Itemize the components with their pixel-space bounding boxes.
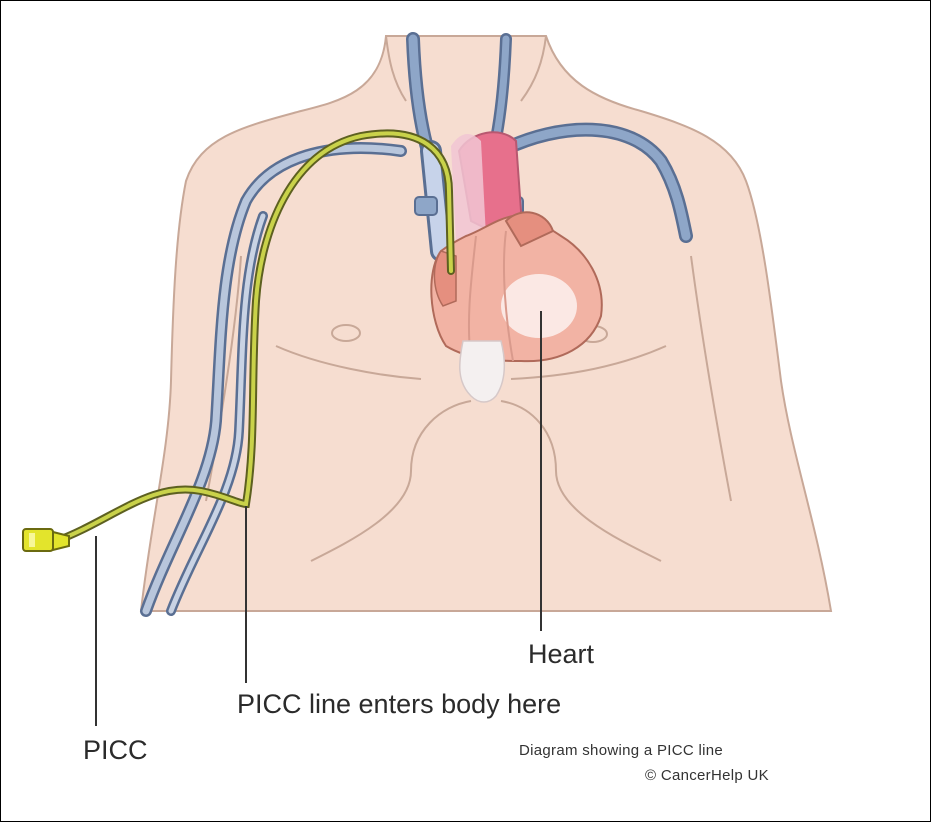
caption-line-2: © CancerHelp UK	[645, 767, 769, 784]
picc-label: PICC	[83, 735, 148, 766]
caption-line-1: Diagram showing a PICC line	[519, 742, 723, 759]
picc-connector	[23, 529, 69, 551]
vessel-stub-left	[415, 197, 437, 215]
heart-label: Heart	[528, 639, 594, 670]
pulmonary-light	[451, 134, 486, 241]
picc-entry-label: PICC line enters body here	[237, 689, 561, 720]
heart-highlight	[501, 274, 577, 338]
